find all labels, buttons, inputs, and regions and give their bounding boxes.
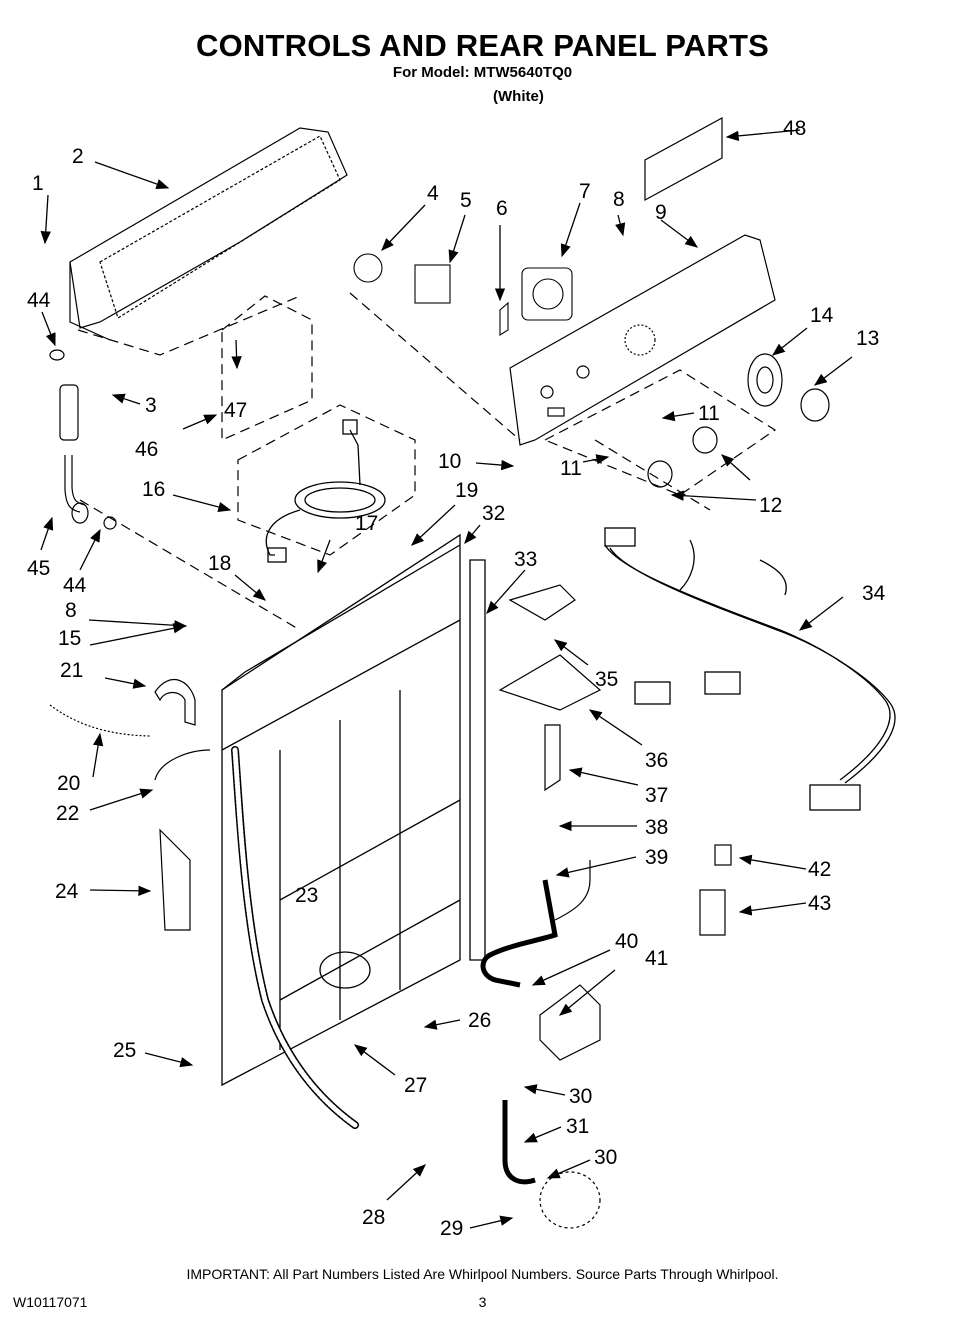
callout-36: 36 [645, 749, 668, 772]
callout-22: 22 [56, 802, 79, 825]
knob-parts [647, 353, 830, 488]
callout-47: 47 [224, 399, 247, 422]
important-note: IMPORTANT: All Part Numbers Listed Are W… [186, 1266, 779, 1282]
callout-15: 15 [58, 627, 81, 650]
callout-10: 10 [438, 450, 461, 473]
callout-46: 46 [135, 438, 158, 461]
callout-42: 42 [808, 858, 831, 881]
callout-31: 31 [566, 1115, 589, 1138]
callout-26: 26 [468, 1009, 491, 1032]
callout-34: 34 [862, 582, 886, 605]
callout-20: 20 [57, 772, 80, 795]
callout-6: 6 [496, 197, 508, 220]
callouts: 1 2 3 4 5 6 7 8 9 10 11 11 12 13 14 15 1… [27, 117, 886, 1240]
callout-11a: 11 [698, 402, 720, 425]
leader-lines [40, 129, 853, 1229]
callout-39: 39 [645, 846, 668, 869]
document-id: W10117071 [13, 1294, 88, 1310]
callout-25: 25 [113, 1039, 136, 1062]
callout-14: 14 [810, 304, 834, 327]
callout-8b: 8 [65, 599, 77, 622]
callout-44a: 44 [27, 289, 51, 312]
callout-33: 33 [514, 548, 537, 571]
callout-32: 32 [482, 502, 505, 525]
rear-panel-part [221, 533, 486, 1087]
callout-38: 38 [645, 816, 668, 839]
callout-1: 1 [32, 172, 44, 195]
callout-37: 37 [645, 784, 668, 807]
callout-4: 4 [427, 182, 439, 205]
callout-5: 5 [460, 189, 472, 212]
wire-harness-part [604, 527, 896, 811]
callout-43: 43 [808, 892, 831, 915]
callout-30b: 30 [594, 1146, 617, 1169]
control-panel-part [509, 234, 776, 446]
model-line: For Model: MTW5640TQ0 [392, 64, 573, 81]
color-variant: (White) [493, 88, 544, 105]
label-part [644, 116, 723, 202]
switch-parts [353, 253, 573, 336]
callout-41: 41 [645, 947, 668, 970]
callout-35: 35 [595, 668, 618, 691]
callout-29: 29 [440, 1217, 463, 1240]
callout-21: 21 [60, 659, 83, 682]
callout-28: 28 [362, 1206, 385, 1229]
callout-24: 24 [55, 880, 79, 903]
callout-48: 48 [783, 117, 806, 140]
callout-44b: 44 [63, 574, 87, 597]
callout-2: 2 [72, 145, 84, 168]
callout-3: 3 [145, 394, 157, 417]
callout-17: 17 [355, 512, 378, 535]
console-part [69, 127, 348, 341]
page-number: 3 [478, 1294, 487, 1310]
callout-40: 40 [615, 930, 638, 953]
callout-11b: 11 [560, 457, 582, 480]
callout-27: 27 [404, 1074, 427, 1097]
callout-18: 18 [208, 552, 231, 575]
callout-13: 13 [856, 327, 879, 350]
callout-9: 9 [655, 201, 667, 224]
callout-8: 8 [613, 188, 625, 211]
power-cord-part [265, 419, 386, 563]
callout-16: 16 [142, 478, 165, 501]
callout-23: 23 [295, 884, 318, 907]
callout-7: 7 [579, 180, 591, 203]
callout-45: 45 [27, 557, 50, 580]
callout-19: 19 [455, 479, 478, 502]
page-title: CONTROLS AND REAR PANEL PARTS [195, 28, 769, 63]
callout-12: 12 [759, 494, 782, 517]
callout-30a: 30 [569, 1085, 592, 1108]
